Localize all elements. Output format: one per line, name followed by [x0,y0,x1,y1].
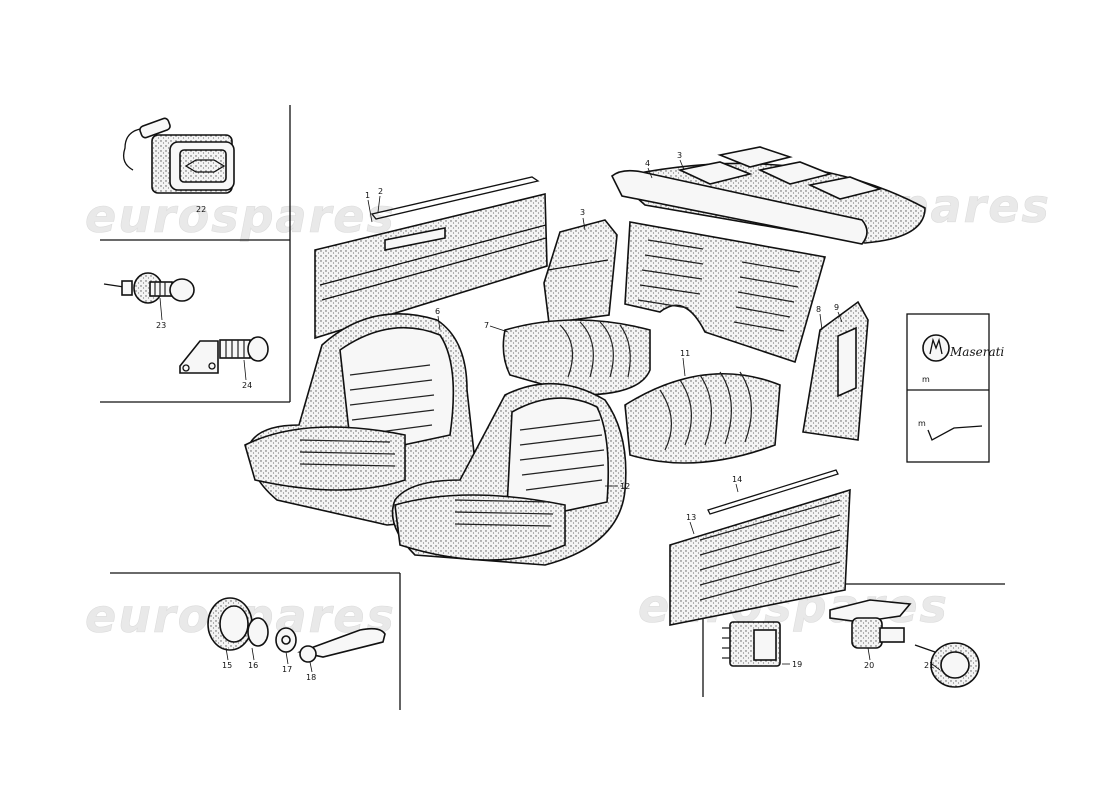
badge-part: Maserati [922,334,1004,362]
callout-labels: 1 2 3 4 3 6 7 8 9 11 12 13 14 15 16 17 1… [156,151,934,682]
rear-door-panel-part-13-14 [669,469,851,626]
callout-2: 2 [378,187,383,196]
badge-frame [906,313,990,463]
rear-seat-cushion-part-7 [489,319,651,396]
parcel-shelf-part-3-4 [610,146,926,245]
rear-seat-cushion-part-11 [624,357,781,464]
callout-24: 24 [242,381,252,390]
callout-17: 17 [282,665,292,674]
front-door-panel-part-1 [314,176,548,340]
callout-15: 15 [222,661,232,670]
badge-script: Maserati [949,345,1004,359]
callout-11: 11 [680,349,690,358]
callout-18: 18 [306,673,316,682]
callout-20: 20 [864,661,874,670]
knob-part-21 [914,642,980,688]
callout-9: 9 [834,303,839,312]
callout-3b: 3 [677,151,682,160]
callout-1: 1 [365,191,370,200]
switch-part-24 [179,336,269,381]
clock-part-22 [122,117,235,194]
callout-16: 16 [248,661,258,670]
armrest-part-3 [543,217,618,324]
front-seat-left-part-6 [244,313,478,526]
callout-6: 6 [435,307,440,316]
callout-22: 22 [196,205,206,214]
callout-8: 8 [816,305,821,314]
switch-part-19 [722,621,790,667]
callout-3a: 3 [580,208,585,217]
callout-7: 7 [484,321,489,330]
bracket-part-20 [829,599,912,661]
callout-4: 4 [645,159,650,168]
callout-21: 21 [924,661,934,670]
front-seat-right-part-12 [391,382,627,566]
callout-13: 13 [686,513,696,522]
callout-14: 14 [732,475,742,484]
rear-seat-back [624,221,827,364]
callout-m2: m [918,419,926,428]
callout-m1: m [922,375,930,384]
callout-19: 19 [792,660,802,669]
switch-part-23 [103,272,195,321]
callout-23: 23 [156,321,166,330]
rod-part [927,425,983,441]
side-trim-part-8-9 [802,300,869,441]
callout-12: 12 [620,482,630,491]
window-winder-parts-15-18 [207,597,386,673]
watermark-top-left: eurospares [85,189,396,243]
